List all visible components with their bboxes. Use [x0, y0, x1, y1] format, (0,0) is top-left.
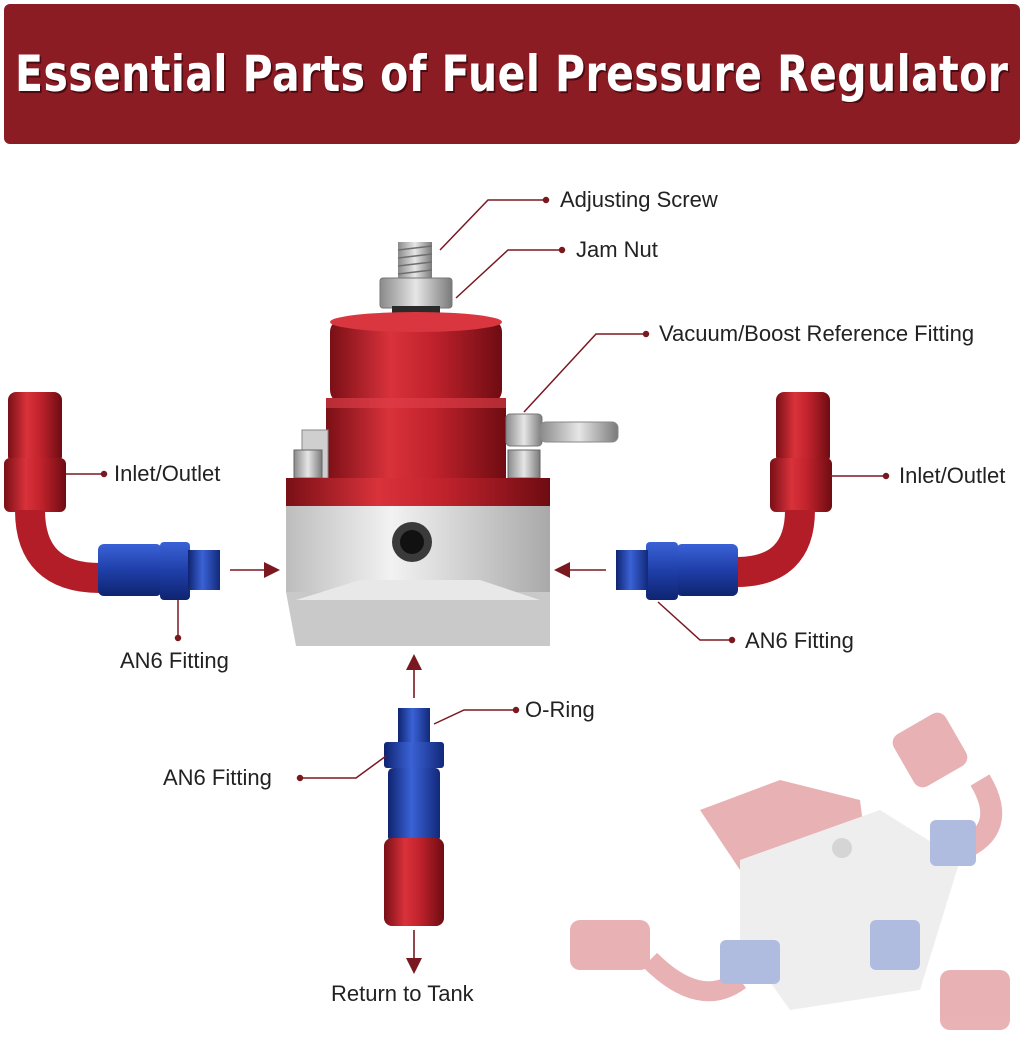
label-an6-fitting-bottom: AN6 Fitting	[163, 765, 272, 790]
an6-fitting-bottom	[384, 742, 444, 768]
flow-arrows	[230, 562, 606, 974]
jam-nut	[379, 277, 453, 309]
label-an6-fitting-left: AN6 Fitting	[120, 648, 229, 673]
an6-fitting-right	[676, 544, 738, 596]
label-return-to-tank: Return to Tank	[331, 981, 474, 1006]
label-vacuum-fitting: Vacuum/Boost Reference Fitting	[659, 321, 975, 346]
right-hose-fitting	[616, 392, 832, 600]
assembled-preview	[570, 712, 1010, 1030]
vacuum-fitting	[505, 413, 619, 447]
leader-lines	[66, 196, 890, 782]
label-adjusting-screw: Adjusting Screw	[560, 187, 718, 212]
an6-fitting-left	[98, 544, 162, 596]
bottom-hose-fitting	[384, 708, 444, 926]
label-inlet-outlet-right: Inlet/Outlet	[899, 463, 1006, 488]
page-title: Essential Parts of Fuel Pressure Regulat…	[15, 45, 1009, 103]
title-banner: Essential Parts of Fuel Pressure Regulat…	[4, 4, 1020, 144]
left-hose-fitting	[4, 392, 220, 600]
label-jam-nut: Jam Nut	[576, 237, 658, 262]
label-inlet-outlet-left: Inlet/Outlet	[114, 461, 221, 486]
label-an6-fitting-right: AN6 Fitting	[745, 628, 854, 653]
label-o-ring: O-Ring	[525, 697, 595, 722]
regulator-body	[286, 242, 619, 646]
